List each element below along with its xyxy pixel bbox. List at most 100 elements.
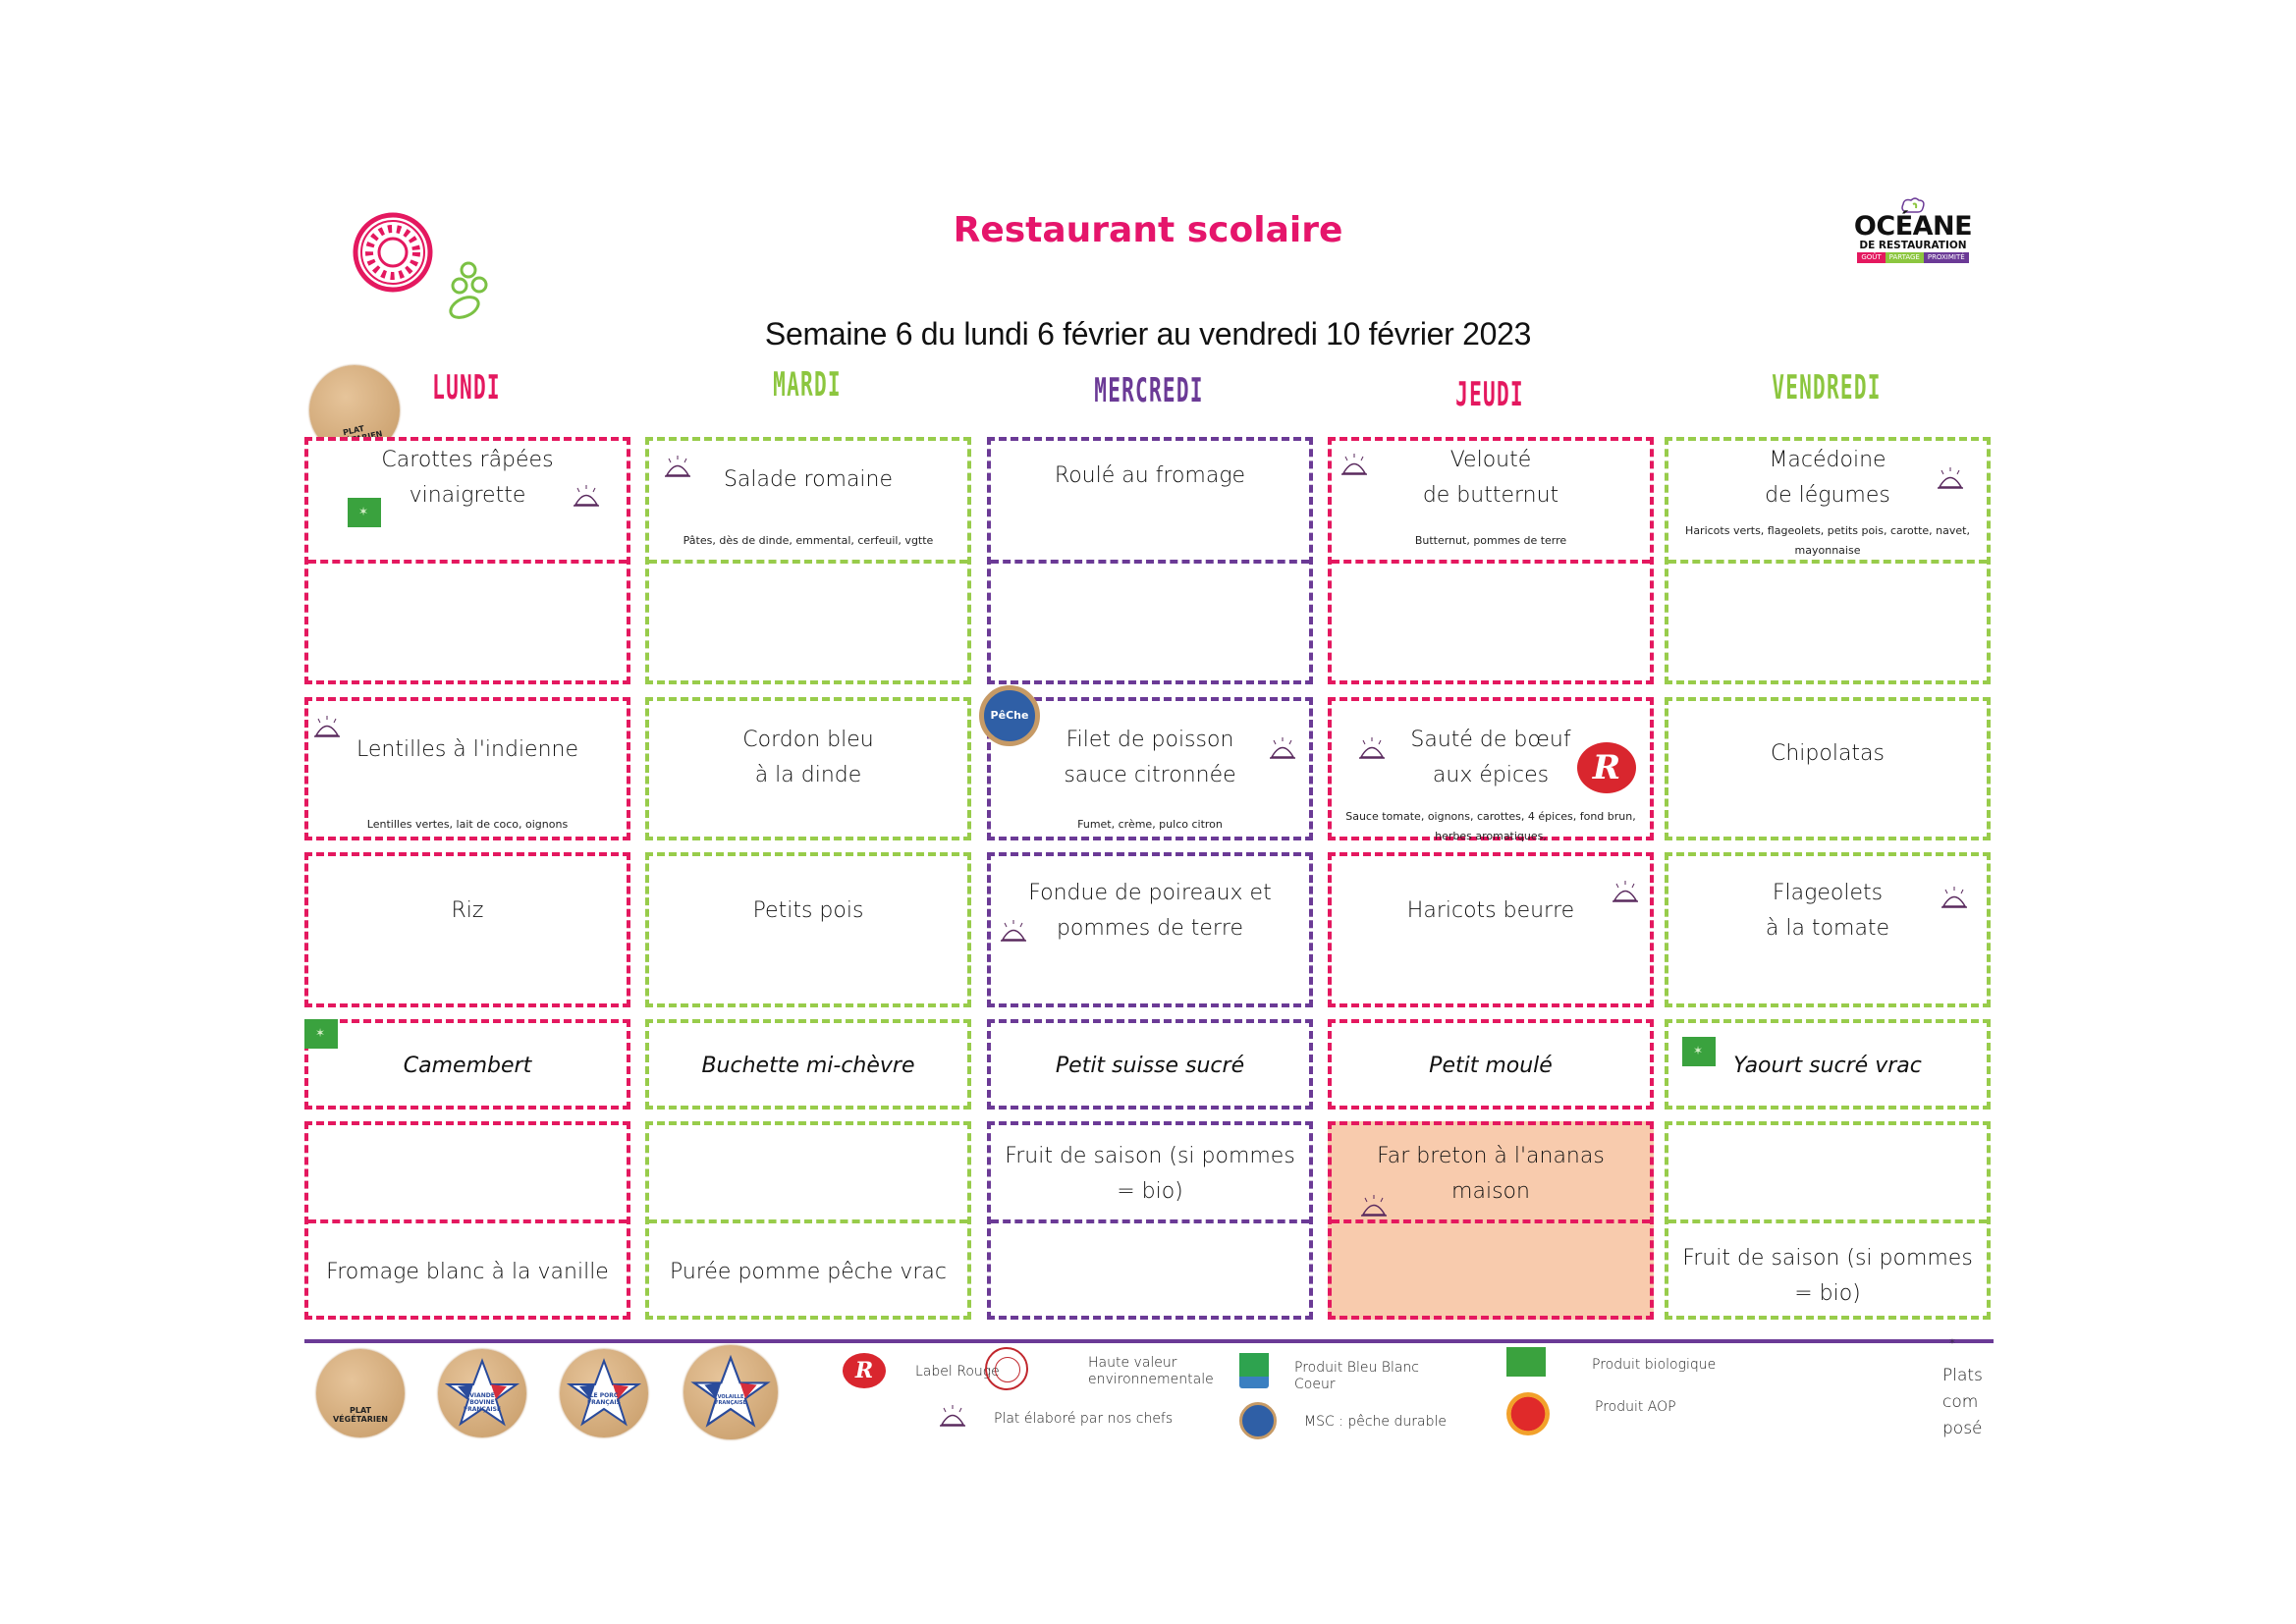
side-dish-cell[interactable]: Flageolets à la tomate <box>1665 852 1991 1007</box>
dessert-cell[interactable]: Fruit de saison (si pommes = bio) <box>987 1121 1313 1320</box>
oceane-logo: OCÉANE DE RESTAURATION GOÛT PARTAGE PROX… <box>1834 196 1992 270</box>
legend-bleu-blanc-coeur: Produit Bleu Blanc Coeur <box>1294 1360 1419 1392</box>
dish-name: Fondue de poireaux et pommes de terre <box>1028 881 1272 941</box>
brand-sub: DE RESTAURATION <box>1859 240 1967 251</box>
dish-name: Sauté de bœuf aux épices <box>1410 728 1571 787</box>
day-heading-vendredi: VENDREDI <box>1772 368 1882 407</box>
dish-ingredients: Pâtes, dès de dinde, emmental, cerfeuil,… <box>683 534 934 547</box>
dish-name: Chipolatas <box>1770 741 1885 766</box>
dish-name: Petit suisse sucré <box>1055 1054 1245 1078</box>
dessert-cell[interactable]: Fruit de saison (si pommes = bio) <box>1665 1121 1991 1320</box>
aop-legend-icon <box>1506 1392 1550 1435</box>
chef-dish-icon <box>999 919 1028 945</box>
legend-note: Plats com posé <box>1942 1366 1983 1438</box>
week-subtitle: Semaine 6 du lundi 6 février au vendredi… <box>764 316 1532 352</box>
legend-label-rouge: Label Rouge <box>915 1364 1000 1380</box>
cell-divider <box>991 1219 1309 1223</box>
msc-legend-icon <box>1239 1402 1277 1439</box>
brand-tag: PROXIMITÉ <box>1923 252 1969 263</box>
legend-hve: Haute valeur environnementale <box>1088 1355 1214 1387</box>
dish-name: Camembert <box>403 1054 532 1078</box>
dish-ingredients: Butternut, pommes de terre <box>1414 534 1567 547</box>
legend-note-star: * <box>1949 1336 1955 1350</box>
cell-divider <box>1668 560 1987 564</box>
pork-origin-legend-icon: LE PORC FRANÇAIS <box>560 1349 648 1437</box>
day-heading-lundi: LUNDI <box>432 368 501 407</box>
dairy-cell[interactable]: Petit moulé <box>1328 1019 1654 1110</box>
dish-name: Fromage blanc à la vanille <box>326 1260 609 1284</box>
dish-name: Salade romaine <box>723 467 894 492</box>
chef-dish-icon <box>1339 453 1369 478</box>
organic-bio-icon <box>348 498 381 527</box>
dish-name: Buchette mi-chèvre <box>701 1054 915 1078</box>
cell-divider <box>308 560 627 564</box>
chef-dish-icon <box>1936 466 1965 492</box>
dish-name: Cordon bleu à la dinde <box>742 728 874 787</box>
dish-name: Yaourt sucré vrac <box>1733 1054 1922 1078</box>
dish-name: Macédoine de légumes <box>1765 448 1890 508</box>
legend-chef: Plat élaboré par nos chefs <box>994 1411 1174 1427</box>
chef-dish-icon <box>1940 886 1969 911</box>
dish-ingredients: Fumet, crème, pulco citron <box>1077 818 1223 831</box>
brand-name: OCÉANE <box>1853 211 1973 242</box>
legend-badge-label: VIANDE BOVINE FRANÇAISE <box>464 1392 502 1413</box>
day-heading-mercredi: MERCREDI <box>1094 371 1204 410</box>
dessert-cell[interactable]: Purée pomme pêche vrac <box>645 1121 971 1320</box>
brand-tags: GOÛT PARTAGE PROXIMITÉ <box>1834 252 1992 263</box>
chef-dish-icon <box>663 455 692 480</box>
page-title: Restaurant scolaire <box>953 210 1343 250</box>
dessert-cell[interactable]: Fromage blanc à la vanille <box>304 1121 630 1320</box>
legend-bio: Produit biologique <box>1592 1357 1717 1373</box>
dairy-cell[interactable]: Camembert <box>304 1019 630 1110</box>
dish-name: Filet de poisson sauce citronnée <box>1064 728 1236 787</box>
cell-divider <box>308 1219 627 1223</box>
dish-name: Haricots beurre <box>1406 898 1575 923</box>
entree-cell[interactable]: Carottes râpées vinaigrette <box>304 437 630 684</box>
main-course-cell[interactable]: Cordon bleu à la dinde <box>645 697 971 840</box>
dish-name: Far breton à l'ananas maison <box>1377 1144 1605 1204</box>
hve-legend-icon <box>985 1347 1028 1390</box>
dessert-cell[interactable]: Far breton à l'ananas maison <box>1328 1121 1654 1320</box>
legend-badge-label: PLAT VÉGÉTARIEN <box>332 1406 388 1424</box>
dish-name: Petits pois <box>752 898 864 923</box>
main-course-cell[interactable]: Chipolatas <box>1665 697 1991 840</box>
chef-dish-icon <box>572 484 601 510</box>
side-dish-cell[interactable]: Fondue de poireaux et pommes de terre <box>987 852 1313 1007</box>
cell-divider <box>649 560 967 564</box>
bio-legend-icon <box>1506 1347 1546 1377</box>
entree-cell[interactable]: Roulé au fromage <box>987 437 1313 684</box>
organic-bio-icon <box>1682 1037 1716 1066</box>
beef-origin-legend-icon: VIANDE BOVINE FRANÇAISE <box>438 1349 526 1437</box>
side-dish-cell[interactable]: Petits pois <box>645 852 971 1007</box>
day-heading-jeudi: JEUDI <box>1455 375 1524 414</box>
cell-divider <box>1668 1219 1987 1223</box>
cell-divider <box>1332 1219 1650 1223</box>
dairy-cell[interactable]: Yaourt sucré vrac <box>1665 1019 1991 1110</box>
dish-name: Fruit de saison (si pommes = bio) <box>1682 1246 1973 1306</box>
dairy-cell[interactable]: Petit suisse sucré <box>987 1019 1313 1110</box>
dish-name: Purée pomme pêche vrac <box>670 1260 947 1284</box>
chef-dish-icon <box>1357 736 1387 762</box>
dish-name: Velouté de butternut <box>1422 448 1559 508</box>
dairy-cell[interactable]: Buchette mi-chèvre <box>645 1019 971 1110</box>
chef-dish-icon <box>1611 880 1640 905</box>
bleu-blanc-coeur-legend-icon <box>1239 1349 1269 1388</box>
cell-divider <box>1332 560 1650 564</box>
legend-badge-label: LE PORC FRANÇAIS <box>587 1392 621 1406</box>
dish-name: Carottes râpées vinaigrette <box>381 448 554 508</box>
chef-dish-icon <box>1359 1194 1389 1219</box>
dish-name: Petit moulé <box>1429 1054 1553 1078</box>
side-dish-cell[interactable]: Riz <box>304 852 630 1007</box>
vegetarian-legend-icon: PLAT VÉGÉTARIEN <box>316 1349 405 1437</box>
legend-divider <box>304 1339 1994 1343</box>
dish-name: Flageolets à la tomate <box>1765 881 1890 941</box>
side-dish-cell[interactable]: Haricots beurre <box>1328 852 1654 1007</box>
label-rouge-icon: R <box>1577 742 1636 793</box>
brand-tag: GOÛT <box>1857 252 1886 263</box>
